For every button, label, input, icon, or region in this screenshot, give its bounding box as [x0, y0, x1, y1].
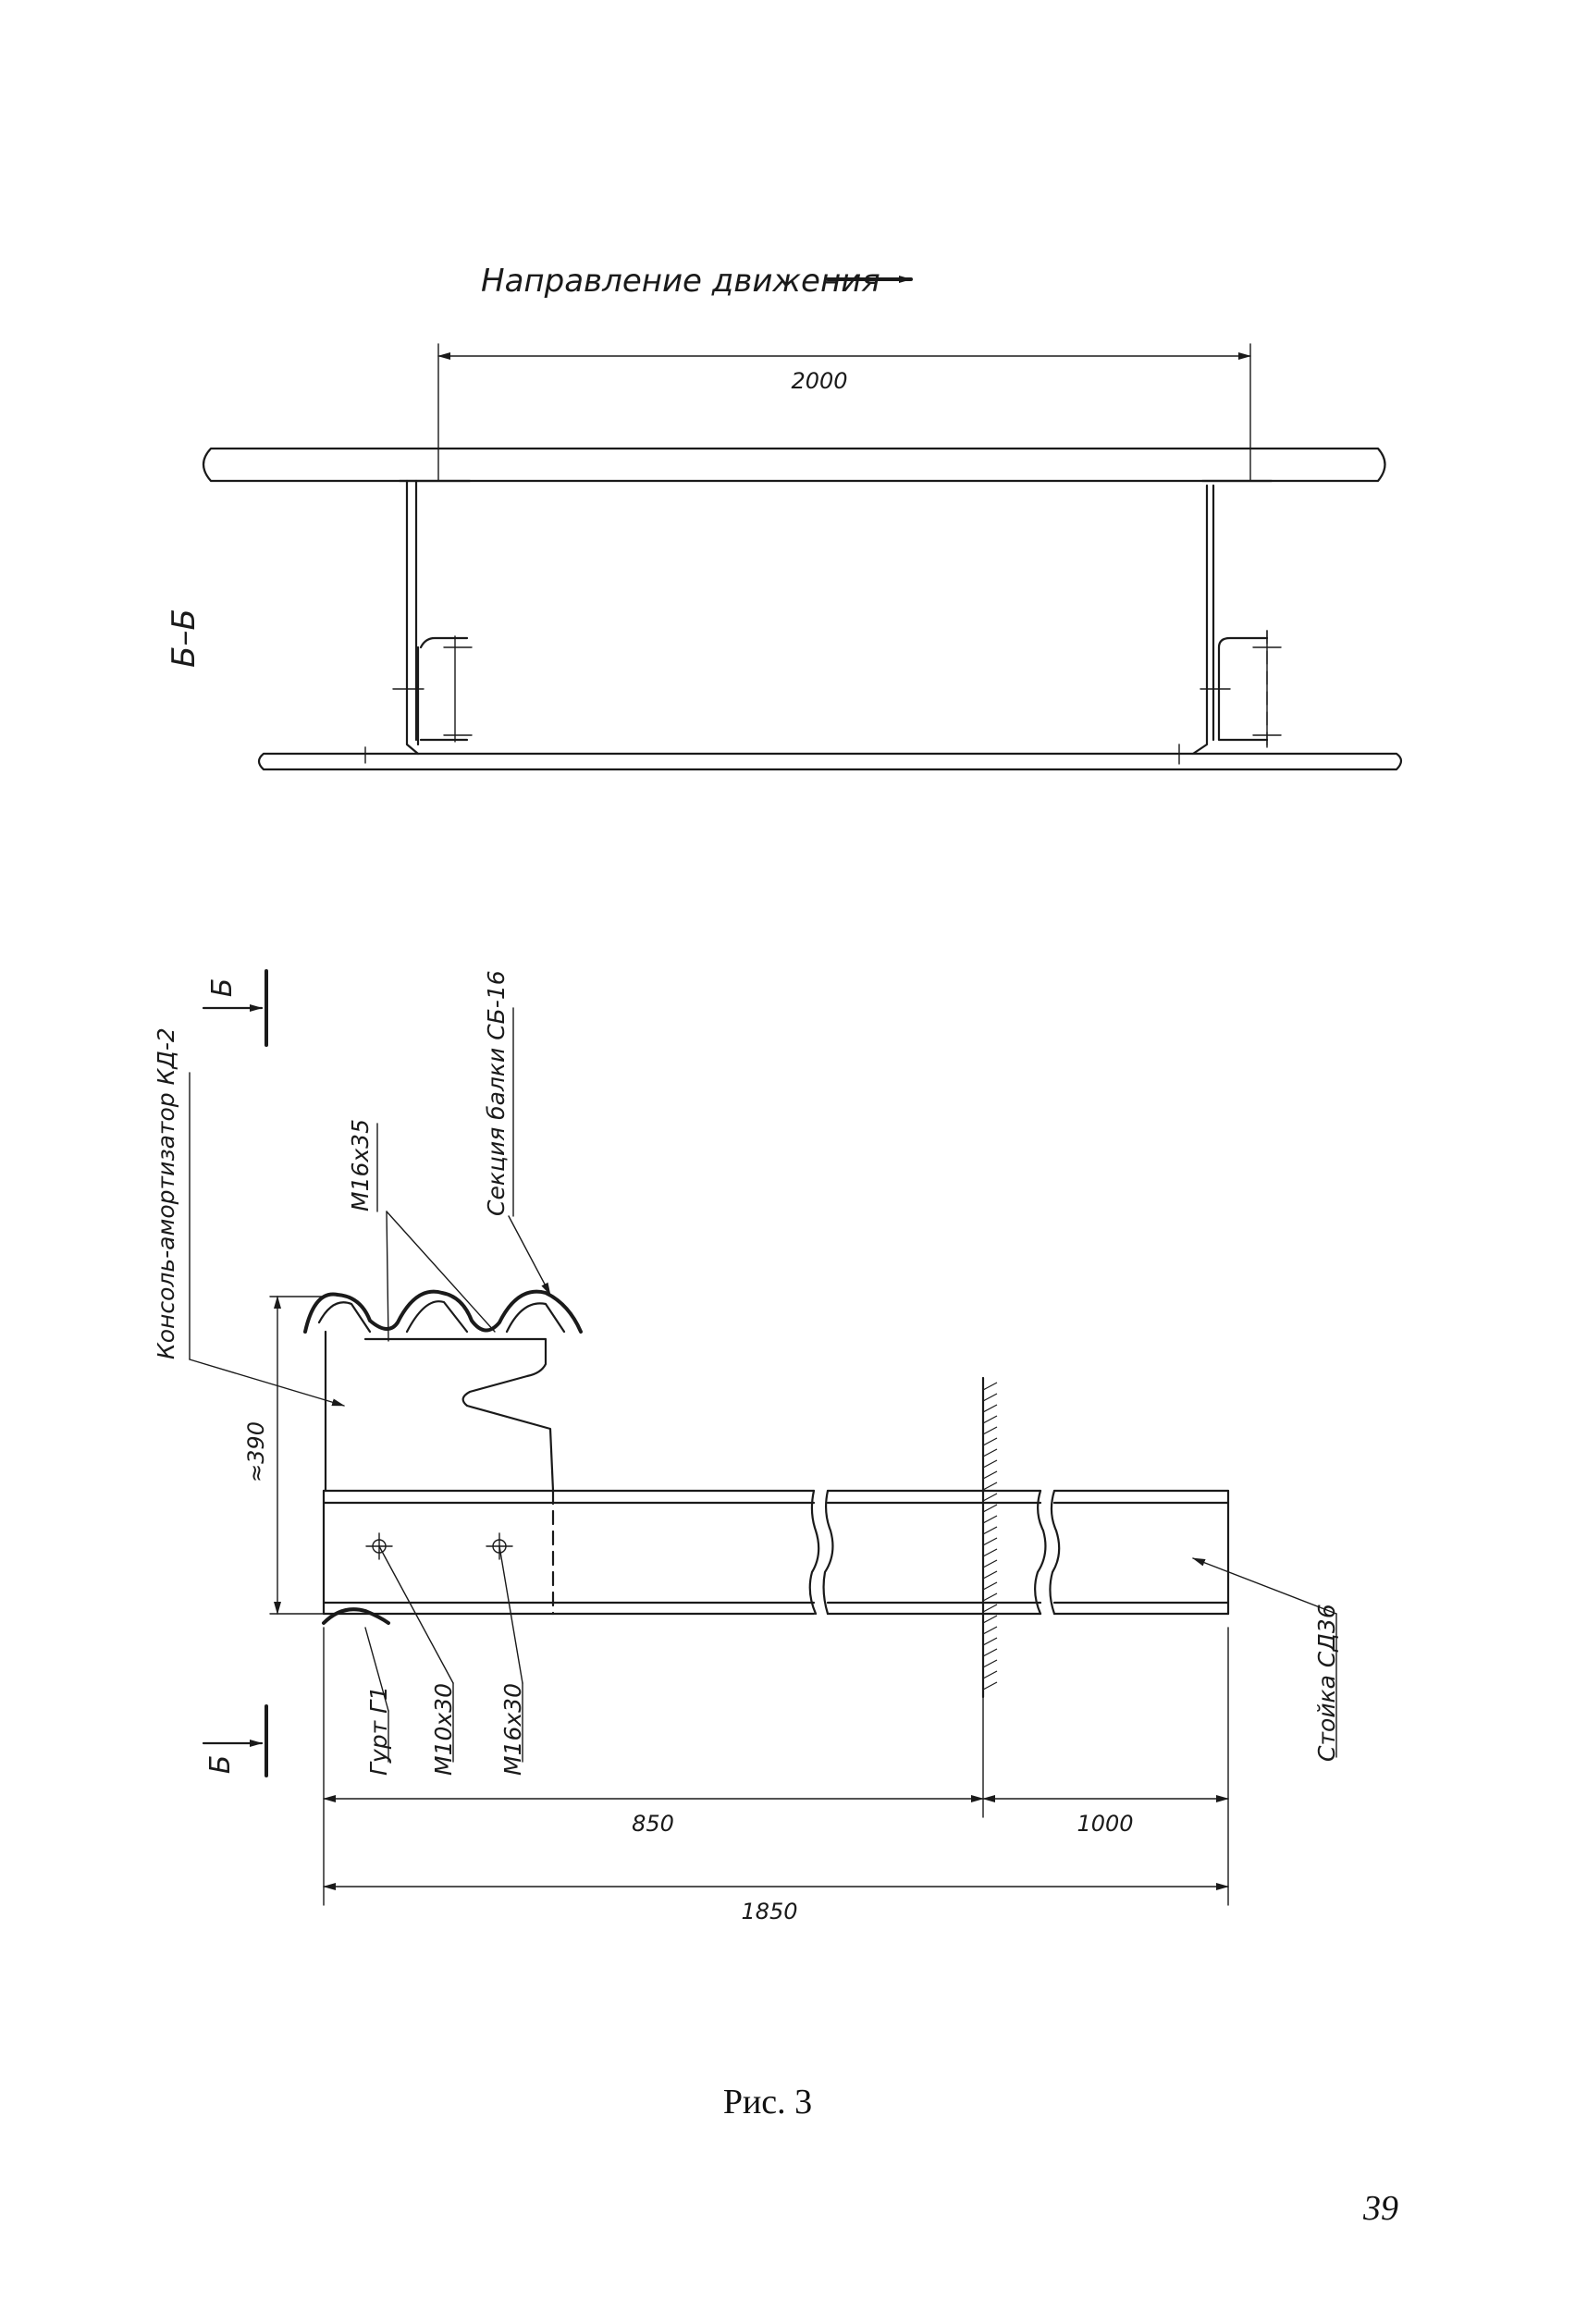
gurt-g1	[322, 1607, 390, 1625]
ground-hatch-mark	[982, 1537, 998, 1546]
label-beam: Секция балки СБ-16	[483, 970, 510, 1216]
ground-hatch-mark	[982, 1681, 998, 1691]
ground-hatch-mark	[982, 1637, 998, 1646]
ground-hatch-mark	[982, 1670, 998, 1679]
ground-hatch-mark	[982, 1515, 998, 1524]
page-number: 39	[1362, 2189, 1398, 2228]
section-view: Направление движения 2000 Б–Б	[166, 263, 1403, 771]
ground-hatch-mark	[982, 1493, 998, 1502]
direction-label: Направление движения	[481, 263, 880, 300]
ground-hatch-mark	[982, 1448, 998, 1457]
ground-hatch-mark	[982, 1659, 998, 1668]
ground-hatch-mark	[982, 1459, 998, 1469]
label-gurt: Гурт Г1	[365, 1686, 392, 1776]
cut-mark-bottom-label: Б	[204, 1755, 237, 1775]
ground-hatch-mark	[982, 1415, 998, 1424]
ground-hatch-mark	[982, 1393, 998, 1402]
cut-mark-top: Б	[202, 969, 268, 1047]
ground-hatch-mark	[982, 1570, 998, 1580]
dimension-1000-label: 1000	[1077, 1811, 1133, 1837]
ground-hatch-mark	[982, 1581, 998, 1591]
right-post	[1166, 479, 1282, 765]
ground-hatch-mark	[982, 1470, 998, 1480]
ground-hatch-mark	[982, 1604, 998, 1613]
left-post	[355, 479, 473, 764]
elevation-view: Б Б ≈390	[153, 969, 1340, 1924]
dimension-2000: 2000	[437, 343, 1251, 482]
ground-hatch-mark	[982, 1592, 998, 1602]
dimension-850-label: 850	[632, 1811, 674, 1837]
ground-hatch-mark	[982, 1559, 998, 1568]
label-console: Консоль-амортизатор КД-2	[153, 1027, 179, 1359]
label-bolt-m16: М16х30	[499, 1683, 526, 1776]
dimension-390-label: ≈390	[243, 1421, 269, 1482]
ground-hatch-mark	[982, 1382, 998, 1391]
ground-hatch-mark	[982, 1437, 998, 1446]
ground-hatch-mark	[982, 1526, 998, 1535]
cut-mark-top-label: Б	[206, 978, 239, 998]
post-sd36	[322, 1489, 1230, 1616]
label-bolt-top: М16х35	[347, 1119, 374, 1211]
ground-hatch-mark	[982, 1426, 998, 1435]
label-bolt-m10: М10х30	[430, 1683, 457, 1776]
dimension-2000-label: 2000	[791, 368, 847, 394]
ground-hatch-mark	[982, 1626, 998, 1635]
top-beam	[202, 447, 1386, 483]
bottom-beam	[257, 752, 1403, 771]
label-post: Стойка СД36	[1313, 1604, 1340, 1762]
ground-line	[981, 1376, 998, 1699]
figure-caption: Рис. 3	[723, 2083, 812, 2121]
ground-hatch-mark	[982, 1482, 998, 1491]
ground-hatch-mark	[982, 1648, 998, 1657]
ground-hatch-mark	[982, 1615, 998, 1624]
dimension-1850-label: 1850	[741, 1899, 797, 1924]
dimension-850-1000: 850 1000	[323, 1627, 1229, 1906]
cut-mark-bottom: Б	[202, 1704, 268, 1777]
dimension-390: ≈390	[243, 1296, 325, 1615]
dimension-1850: 1850	[323, 1883, 1229, 1924]
ground-hatch-mark	[982, 1548, 998, 1557]
ground-hatch-mark	[982, 1504, 998, 1513]
section-label: Б–Б	[166, 609, 203, 668]
ground-hatch-mark	[982, 1404, 998, 1413]
beam-section-profile	[303, 1289, 583, 1334]
console-kd2	[324, 1330, 555, 1493]
leader-lines	[189, 1007, 1337, 1763]
